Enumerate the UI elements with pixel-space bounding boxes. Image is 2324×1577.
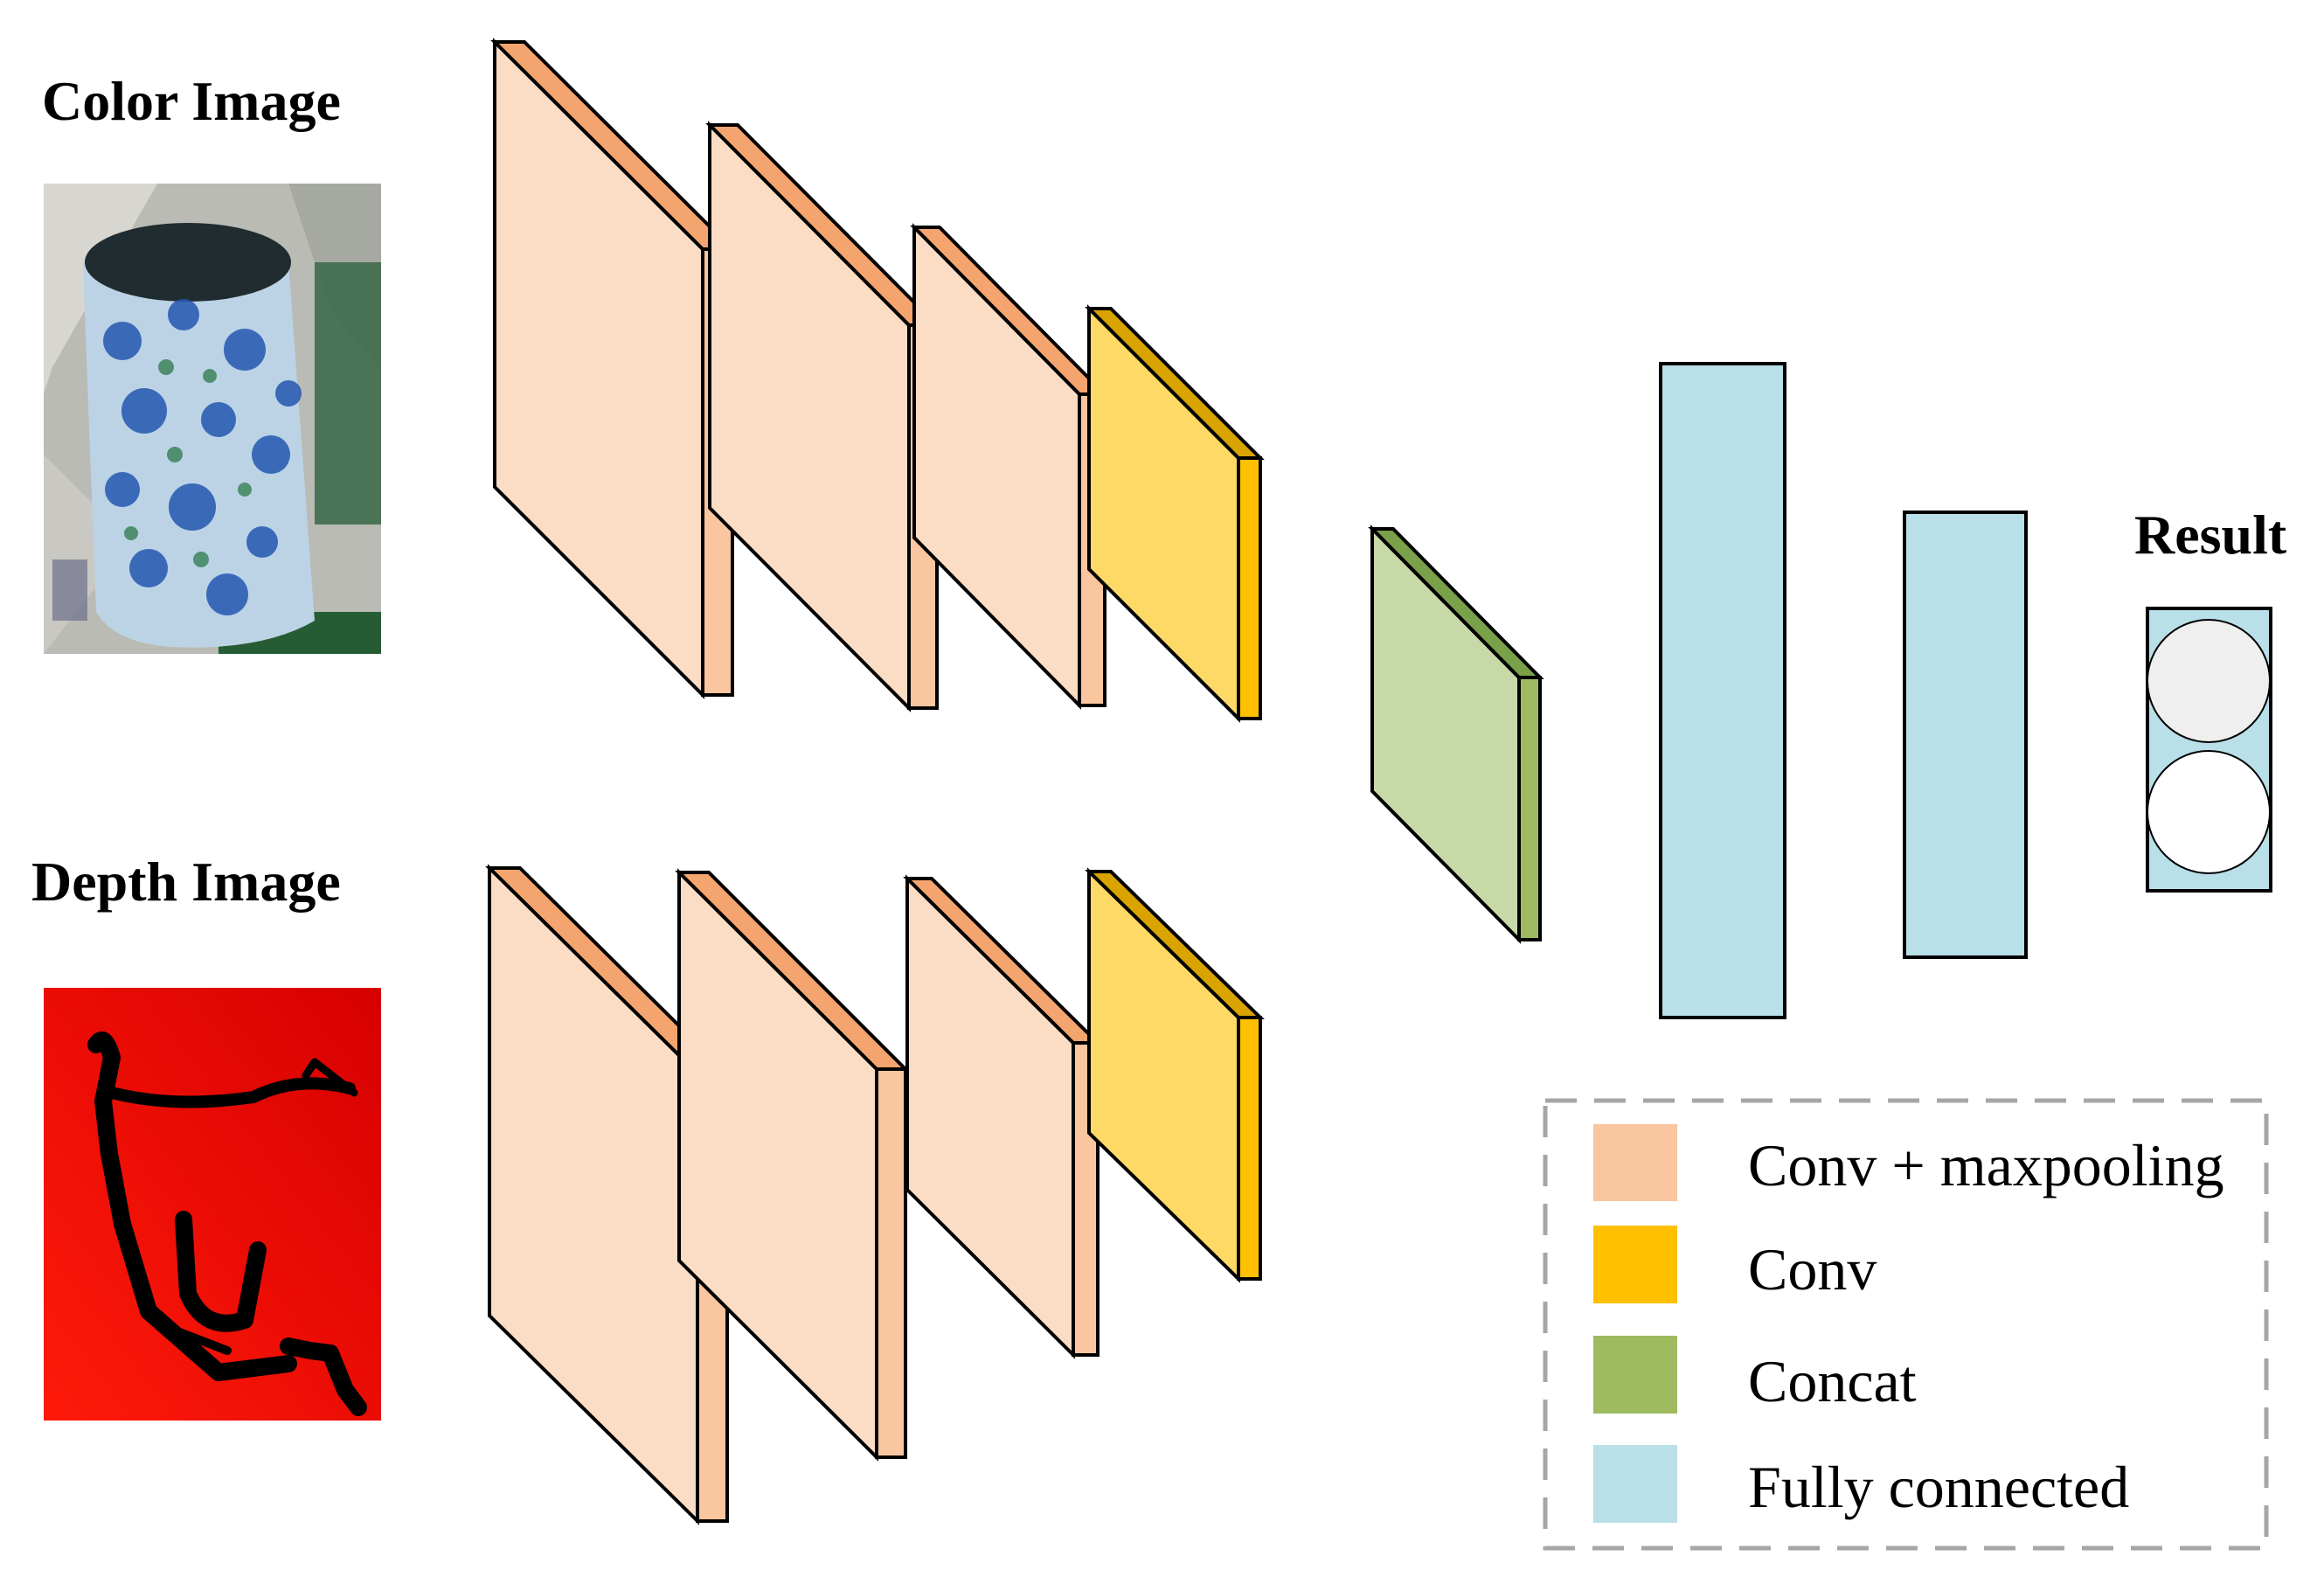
legend-swatch-conv-maxpooling <box>1593 1124 1677 1201</box>
legend-swatch-concat <box>1593 1336 1677 1414</box>
color-image-label: Color Image <box>42 70 341 132</box>
top-conv-layer <box>1085 304 1265 723</box>
legend-swatch-conv <box>1593 1226 1677 1303</box>
bottom-conv-maxpool-layer-1 <box>485 864 732 1525</box>
legend-label-fully-connected: Fully connected <box>1748 1454 2129 1520</box>
legend-item-fully-connected: Fully connected <box>1593 1445 2129 1523</box>
legend-item-conv-maxpooling: Conv + maxpooling <box>1593 1124 2224 1201</box>
top-conv-maxpool-layer-2 <box>705 121 941 712</box>
legend-label-conv: Conv <box>1748 1236 1877 1303</box>
bottom-conv-layer <box>1085 867 1265 1283</box>
result-output-layer <box>2146 607 2272 893</box>
bottom-conv-maxpool-layer-2 <box>675 868 910 1462</box>
bottom-conv-maxpool-layer-3 <box>903 874 1102 1359</box>
top-conv-maxpool-layer-1 <box>490 38 737 699</box>
depth-image-thumbnail <box>44 988 381 1421</box>
result-output-node-1 <box>2147 619 2271 743</box>
legend: Conv + maxpooling Conv Concat Fully conn… <box>1543 1098 2269 1551</box>
legend-item-conv: Conv <box>1593 1226 1877 1303</box>
legend-label-concat: Concat <box>1748 1348 1917 1414</box>
legend-item-concat: Concat <box>1593 1336 1917 1414</box>
legend-label-conv-maxpooling: Conv + maxpooling <box>1748 1132 2224 1198</box>
legend-swatch-fully-connected <box>1593 1445 1677 1523</box>
fully-connected-layer-2 <box>1903 511 2028 959</box>
fully-connected-layer-1 <box>1659 362 1786 1019</box>
depth-image-label: Depth Image <box>31 851 341 913</box>
result-output-node-2 <box>2147 750 2271 874</box>
result-label: Result <box>2134 504 2287 566</box>
legend-border <box>1543 1098 2269 1551</box>
concat-layer <box>1368 525 1544 944</box>
color-image-thumbnail <box>44 184 381 654</box>
top-conv-maxpool-layer-3 <box>910 223 1109 710</box>
